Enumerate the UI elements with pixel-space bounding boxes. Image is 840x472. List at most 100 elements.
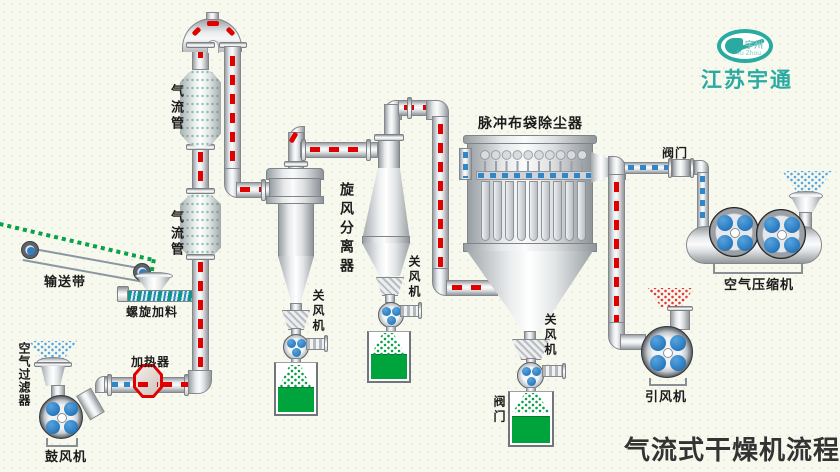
diagram-title: 气流式干燥机流程图: [624, 436, 840, 466]
rotary-valve3-label: 关风机: [543, 313, 557, 358]
filter-intake-spray: [29, 341, 77, 362]
fan-blade-icon: [764, 237, 780, 253]
pipe-flange: [562, 363, 566, 379]
induced-draft-fan: [641, 326, 693, 378]
valve-side-pipe: [306, 338, 326, 350]
air-compressor-label: 空气压缩机: [724, 278, 795, 293]
fan-blade-icon: [717, 235, 733, 251]
valve-rotor-icon: [297, 339, 306, 348]
pipe-flange: [261, 179, 266, 201]
valve-rotor-icon: [392, 307, 401, 316]
collection-container-1: [274, 362, 318, 416]
exhaust-spray: [648, 288, 694, 307]
hot-air-flow-dashes: [614, 182, 619, 322]
pipe-flange: [366, 139, 371, 161]
pipe-flange: [418, 302, 422, 319]
top-valve-body: [672, 159, 690, 177]
pulse-nozzle-row: [480, 150, 588, 162]
air-filter-label: 空气过滤器: [17, 342, 31, 407]
cyclone2-seam: [362, 236, 410, 244]
fan-hub-icon: [730, 228, 740, 238]
fan-blade-icon: [784, 217, 800, 233]
collector-outlet-reducer: [591, 151, 611, 183]
compressor-intake-spray: [782, 171, 832, 193]
container-material-fill: [371, 354, 407, 379]
pulse-air-dashes: [628, 165, 668, 170]
collector-neck: [524, 331, 536, 340]
fan-blade-icon: [737, 215, 753, 231]
pipe-flange: [284, 161, 308, 167]
roller-hub-icon: [27, 247, 35, 255]
company-name: 江苏宇通: [701, 68, 793, 92]
screw-conveyor-tube: [127, 290, 195, 302]
heater-label: 加热器: [131, 355, 171, 369]
pipe-flange: [407, 97, 412, 119]
pipe-flange: [324, 335, 328, 352]
hot-air-flow-dashes: [230, 56, 235, 172]
cyclone-separator-label: 旋风分离器: [338, 182, 354, 277]
heater-flow-dashes: [138, 382, 158, 387]
cyclone1-cone: [278, 256, 314, 306]
filter-bag: [565, 181, 574, 241]
fan-hub-icon: [663, 348, 673, 358]
fan-blade-icon: [670, 335, 686, 351]
fan-blade-icon: [717, 215, 733, 231]
rotary-valve2-label: 关风机: [407, 255, 421, 300]
fan-blade-icon: [46, 420, 60, 434]
logo-badge-text: 宇州: [745, 41, 764, 51]
blower-label: 鼓风机: [45, 450, 88, 465]
filter-bag: [529, 181, 538, 241]
fan-blade-icon: [46, 402, 60, 416]
pipe-flange: [107, 374, 112, 396]
hot-air-flow-dashes: [240, 187, 264, 192]
valve-rotor-icon: [382, 307, 391, 316]
valve-rotor-icon: [527, 377, 536, 386]
filter-bag: [505, 181, 514, 241]
hot-air-flow-dashes: [310, 147, 366, 152]
fan-blade-icon: [670, 355, 686, 371]
pipe-flange: [186, 254, 215, 260]
hot-air-flow-dashes: [438, 124, 443, 268]
pulse-air-dashes: [700, 176, 705, 224]
fan-bracket: [649, 378, 687, 386]
filter-bag: [493, 181, 502, 241]
hot-air-flow-dashes: [452, 285, 490, 290]
hot-air-flow-dashes: [162, 382, 190, 387]
cyclone1-collect-hopper: [282, 310, 310, 330]
fan-blade-icon: [784, 237, 800, 253]
hot-air-flow-dashes: [207, 21, 219, 26]
bag-dust-collector-label: 脉冲布袋除尘器: [478, 116, 583, 132]
cyclone2-cone: [362, 243, 410, 276]
valve-flange: [690, 158, 694, 178]
filter-bag: [553, 181, 562, 241]
blower-fan: [39, 395, 83, 439]
rotary-valve-cyclone2: [378, 302, 404, 328]
conveyor-belt-label: 输送带: [44, 275, 87, 290]
pipe-flange: [186, 42, 215, 48]
riser-elbow: [188, 370, 212, 394]
container-material-fill: [512, 416, 550, 443]
bottom-valve-label: 阀门: [492, 395, 506, 425]
blower-bracket: [46, 438, 78, 447]
cyclone2-upper-body: [362, 168, 410, 240]
pipe-flange: [186, 188, 215, 194]
filter-bag: [541, 181, 550, 241]
fan-hub-icon: [57, 413, 67, 423]
fan-blade-icon: [64, 420, 78, 434]
valve-side-pipe: [400, 305, 420, 317]
heater-body: [136, 367, 160, 395]
valve-rotor-icon: [292, 348, 301, 357]
logo-badge-subtext: Yu Zhou: [737, 50, 762, 57]
rotary-valve-collector: [517, 362, 544, 389]
airflow-tube-lower-label: 气流管: [168, 210, 183, 258]
u-bend-top-stub: [206, 12, 219, 20]
filter-bag: [517, 181, 526, 241]
collection-container-2: [367, 331, 411, 383]
induced-draft-fan-label: 引风机: [645, 390, 688, 405]
valve-rotor-icon: [287, 339, 296, 348]
fan-blade-icon: [737, 235, 753, 251]
hot-air-flow-dashes: [198, 152, 203, 188]
top-valve-label: 阀门: [662, 146, 689, 160]
cyclone2-neck: [378, 140, 400, 170]
